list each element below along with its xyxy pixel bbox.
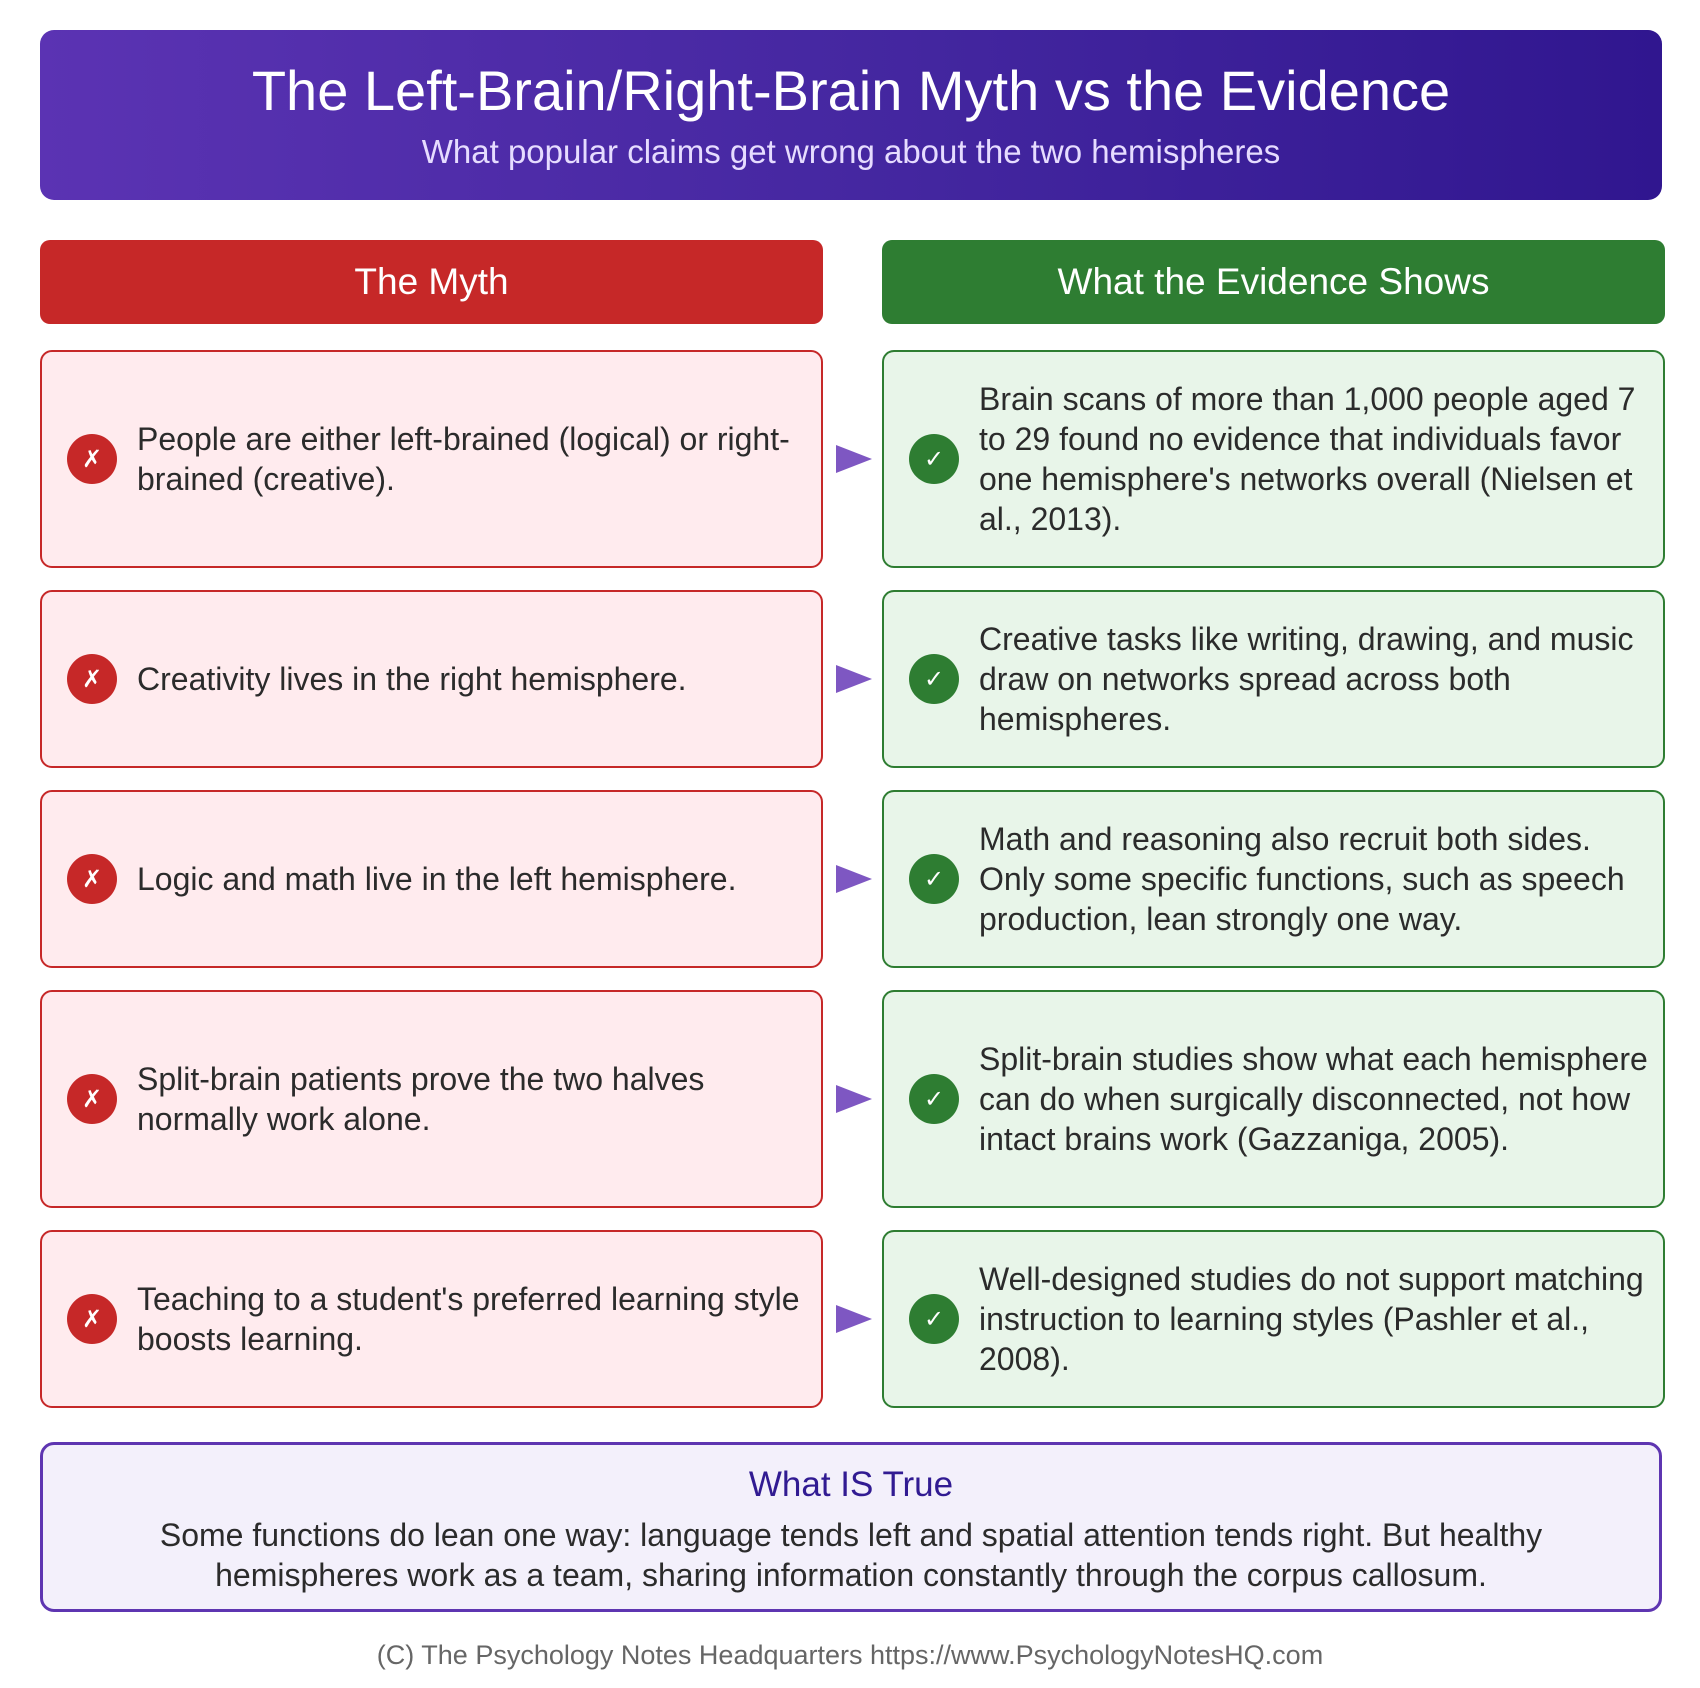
evidence-text-2: Creative tasks like writing, drawing, an… [979, 621, 1634, 737]
myth-card-1: ✗ People are either left-brained (logica… [40, 350, 823, 568]
myth-text-5: Teaching to a student's preferred learni… [137, 1281, 800, 1357]
evidence-card-5: ✓ Well-designed studies do not support m… [882, 1230, 1665, 1408]
truth-box: What IS True Some functions do lean one … [40, 1442, 1662, 1612]
x-mark-icon: ✗ [67, 1294, 117, 1344]
arrow-right-icon [836, 665, 872, 693]
myth-text-3: Logic and math live in the left hemisphe… [137, 861, 737, 897]
check-mark-icon: ✓ [909, 434, 959, 484]
arrow-right-icon [836, 865, 872, 893]
myth-text-2: Creativity lives in the right hemisphere… [137, 661, 687, 697]
x-mark-icon: ✗ [67, 434, 117, 484]
arrow-right-icon [836, 1085, 872, 1113]
x-mark-icon: ✗ [67, 654, 117, 704]
x-mark-icon: ✗ [67, 854, 117, 904]
evidence-text-5: Well-designed studies do not support mat… [979, 1261, 1644, 1377]
arrow-right-icon [836, 445, 872, 473]
myth-card-3: ✗ Logic and math live in the left hemisp… [40, 790, 823, 968]
evidence-text-1: Brain scans of more than 1,000 people ag… [979, 381, 1636, 537]
x-mark-icon: ✗ [67, 1074, 117, 1124]
evidence-text-4: Split-brain studies show what each hemis… [979, 1041, 1648, 1157]
evidence-card-1: ✓ Brain scans of more than 1,000 people … [882, 350, 1665, 568]
check-mark-icon: ✓ [909, 1294, 959, 1344]
truth-body: Some functions do lean one way: language… [159, 1517, 1543, 1593]
arrow-right-icon [836, 1305, 872, 1333]
myth-card-5: ✗ Teaching to a student's preferred lear… [40, 1230, 823, 1408]
evidence-card-2: ✓ Creative tasks like writing, drawing, … [882, 590, 1665, 768]
footer-credit: (C) The Psychology Notes Headquarters ht… [376, 1640, 1324, 1670]
myth-card-4: ✗ Split-brain patients prove the two hal… [40, 990, 823, 1208]
myth-card-2: ✗ Creativity lives in the right hemisphe… [40, 590, 823, 768]
check-mark-icon: ✓ [909, 654, 959, 704]
check-mark-icon: ✓ [909, 854, 959, 904]
column-header-myth: The Myth [40, 240, 823, 324]
page-subtitle: What popular claims get wrong about the … [421, 133, 1281, 170]
truth-title: What IS True [748, 1465, 954, 1504]
evidence-card-4: ✓ Split-brain studies show what each hem… [882, 990, 1665, 1208]
header-banner: The Left-Brain/Right-Brain Myth vs the E… [40, 30, 1662, 200]
page-title: The Left-Brain/Right-Brain Myth vs the E… [251, 59, 1451, 122]
evidence-text-3: Math and reasoning also recruit both sid… [979, 821, 1625, 937]
myth-text-1: People are either left-brained (logical)… [137, 421, 790, 497]
myth-text-4: Split-brain patients prove the two halve… [137, 1061, 705, 1137]
check-mark-icon: ✓ [909, 1074, 959, 1124]
column-header-evidence: What the Evidence Shows [882, 240, 1665, 324]
evidence-card-3: ✓ Math and reasoning also recruit both s… [882, 790, 1665, 968]
